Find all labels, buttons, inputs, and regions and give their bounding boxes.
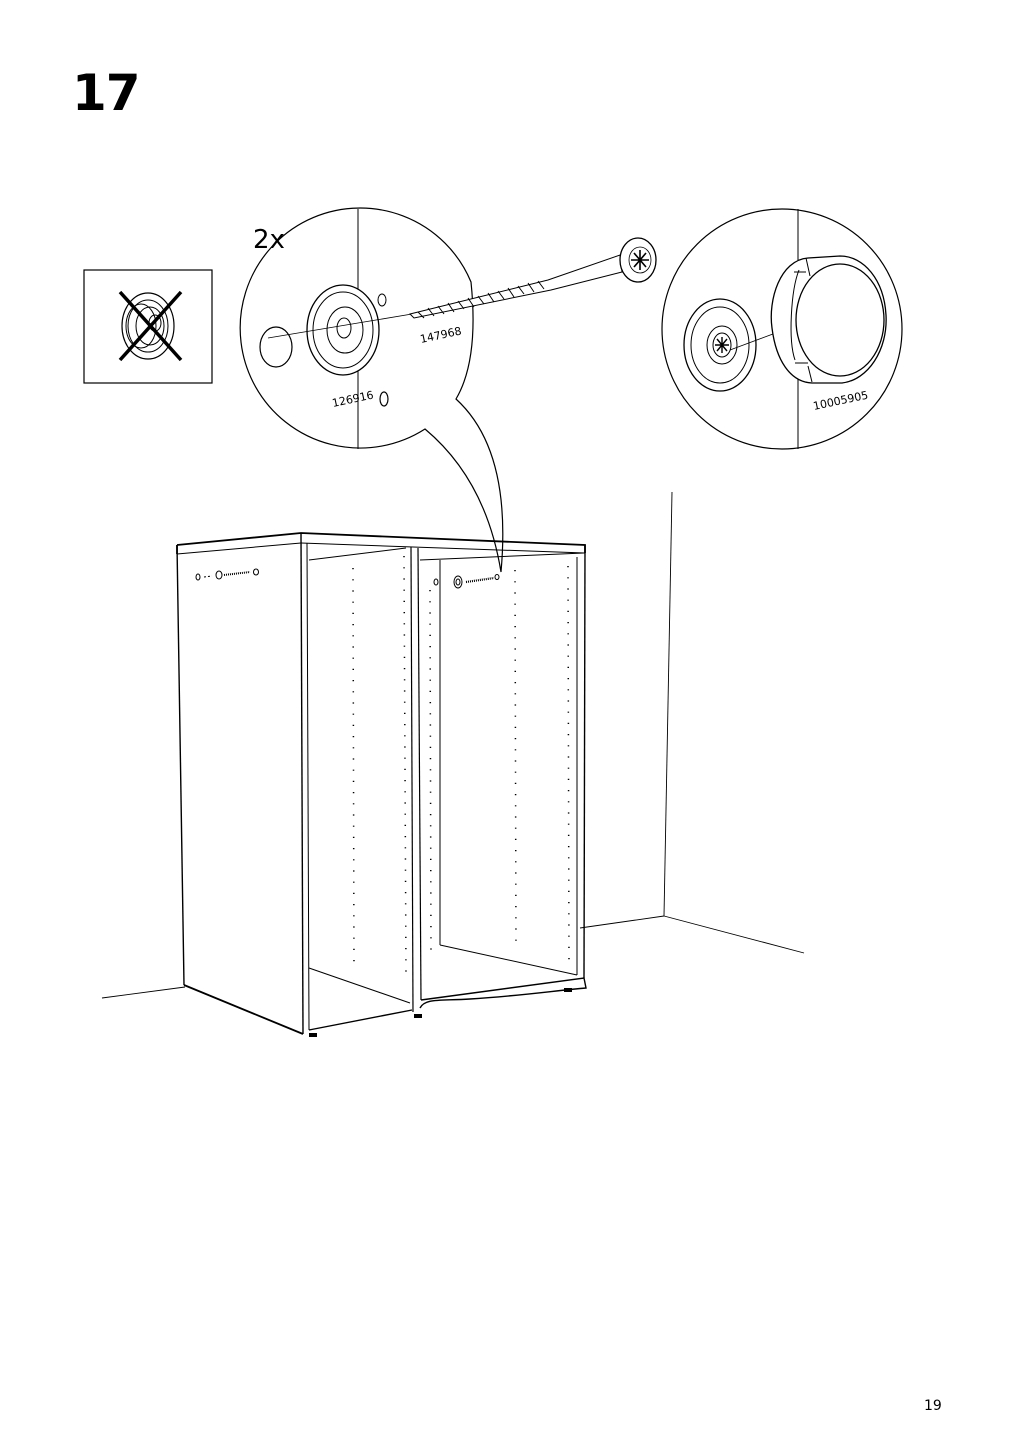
screw-part (409, 237, 657, 319)
do-not-icon (83, 269, 213, 384)
page-number: 19 (924, 1398, 942, 1414)
washer-part (306, 284, 387, 376)
step-number: 17 (72, 64, 141, 122)
callout-detail-cap: 10005905 (661, 208, 903, 450)
quantity-label: 2x (253, 225, 285, 255)
fitting-markers (195, 568, 500, 589)
cover-cap-part (770, 255, 887, 384)
room-lines (101, 491, 805, 999)
shelf-hole-rows (352, 555, 570, 976)
callout-detail-screw: 2x 147968 126916 (239, 207, 657, 573)
cabinet-frames (176, 532, 587, 1037)
